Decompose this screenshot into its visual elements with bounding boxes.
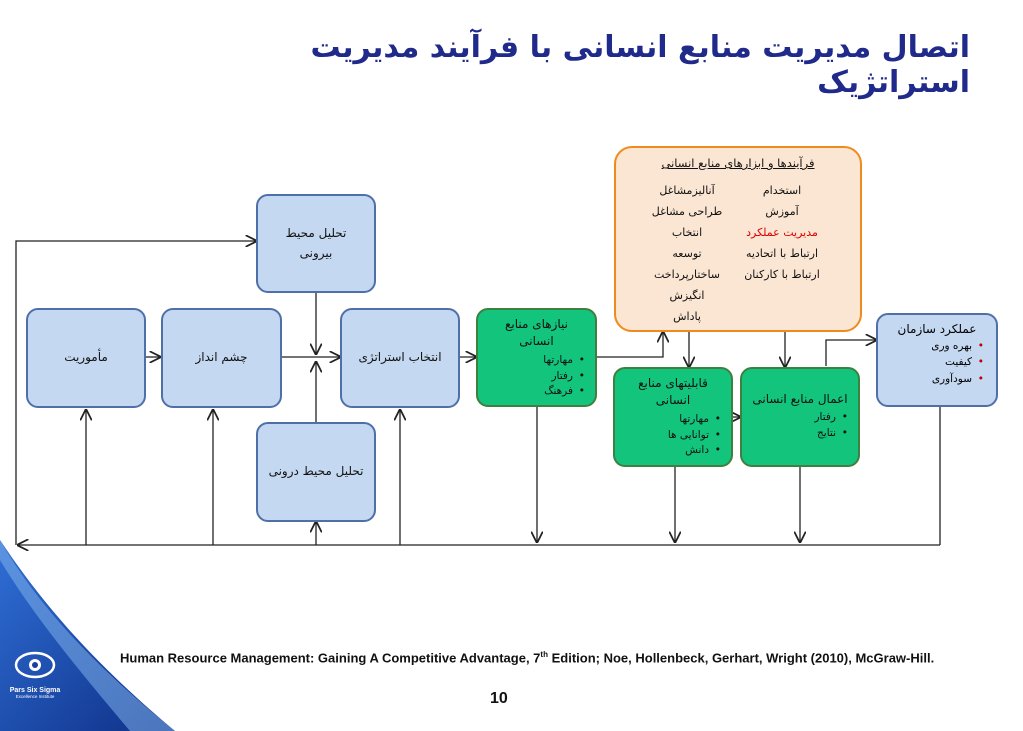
list-item: آنالیزمشاغل [659, 184, 715, 197]
vision-label: چشم انداز [195, 350, 248, 365]
list-item: انتخاب [671, 226, 703, 239]
list-item: مهارتها [623, 412, 721, 428]
hr-processes-title: فرآیندها و ابزارهای منابع انسانی [661, 156, 815, 170]
hr-needs-box: نیازهای منابع انسانی مهارتها رفتار فرهنگ [476, 308, 597, 407]
list-item: دانش [623, 443, 721, 459]
list-item: رفتار [750, 410, 848, 426]
internal-label: تحلیل محیط درونی [268, 464, 364, 479]
external-label-line2: بیرونی [299, 245, 333, 260]
strategy-choice-box: انتخاب استراتژی [340, 308, 460, 408]
list-item: استخدام [762, 184, 802, 197]
logo-subtitle: Excellence Institute [15, 694, 55, 699]
page-title: اتصال مدیریت منابع انسانی با فرآیند مدیر… [310, 30, 970, 100]
source-citation: Human Resource Management: Gaining A Com… [120, 650, 950, 667]
vision-box: چشم انداز [161, 308, 282, 408]
list-item: توانایی ها [623, 428, 721, 444]
list-item: سودآوری [888, 371, 984, 388]
external-analysis-box: تحلیل محیط بیرونی [256, 194, 376, 293]
hr-capabilities-title-line1: قابلیتهای منابع [638, 376, 708, 390]
list-item: انگیزش [669, 289, 705, 302]
arrow-needs-processes [597, 332, 663, 358]
list-item: ارتباط با کارکنان [744, 268, 820, 281]
page-number: 10 [490, 690, 508, 707]
hr-processes-left-column: آنالیزمشاغل طراحی مشاغل انتخاب توسعه ساخ… [642, 180, 732, 327]
org-performance-title: عملکرد سازمان [897, 322, 977, 336]
list-item: فرهنگ [486, 384, 585, 400]
list-item: مهارتها [486, 353, 585, 369]
hr-capabilities-box: قابلیتهای منابع انسانی مهارتها توانایی ه… [613, 367, 733, 467]
source-text: Human Resource Management: Gaining A Com… [120, 650, 541, 666]
hr-needs-title-line1: نیازهای منابع [504, 317, 569, 331]
internal-analysis-box: تحلیل محیط درونی [256, 422, 376, 522]
hr-processes-right-column: استخدام آموزش مدیریت عملکرد ارتباط با ات… [732, 180, 832, 285]
hr-practices-title: اعمال منابع انسانی [752, 392, 848, 406]
list-item: ارتباط با اتحادیه [745, 247, 819, 260]
list-item: مدیریت عملکرد [746, 226, 818, 239]
strategy-label: انتخاب استراتژی [358, 350, 442, 365]
list-item: ساختارپرداخت [653, 268, 721, 281]
mission-box: مأموریت [26, 308, 146, 408]
list-item: طراحی مشاغل [651, 205, 723, 218]
hr-needs-title-line2: انسانی [519, 334, 554, 349]
list-item: بهره وری [888, 338, 984, 355]
mission-label: مأموریت [64, 350, 108, 365]
list-item: نتایج [750, 426, 848, 442]
pars-six-sigma-logo: Pars Six Sigma Excellence Institute [6, 650, 64, 699]
list-item: پاداش [673, 310, 701, 323]
list-item: توسعه [672, 247, 702, 260]
external-label-line1: تحلیل محیط [285, 226, 347, 241]
hr-processes-box: فرآیندها و ابزارهای منابع انسانی استخدام… [614, 146, 862, 332]
hr-practices-box: اعمال منابع انسانی رفتار نتایج [740, 367, 860, 467]
sigma-logo-icon [14, 651, 56, 679]
hr-capabilities-title-line2: انسانی [655, 393, 691, 408]
arrow-practices-performance [825, 340, 876, 366]
logo-name: Pars Six Sigma [9, 687, 61, 694]
list-item: رفتار [486, 369, 585, 385]
feedback-to-external [15, 241, 256, 545]
org-performance-box: عملکرد سازمان بهره وری کیفیت سودآوری [876, 313, 998, 407]
list-item: آموزش [765, 205, 799, 218]
source-text-rest: Edition; Noe, Hollenbeck, Gerhart, Wrigh… [547, 650, 935, 666]
source-superscript: th [540, 650, 548, 659]
list-item: کیفیت [888, 354, 984, 371]
